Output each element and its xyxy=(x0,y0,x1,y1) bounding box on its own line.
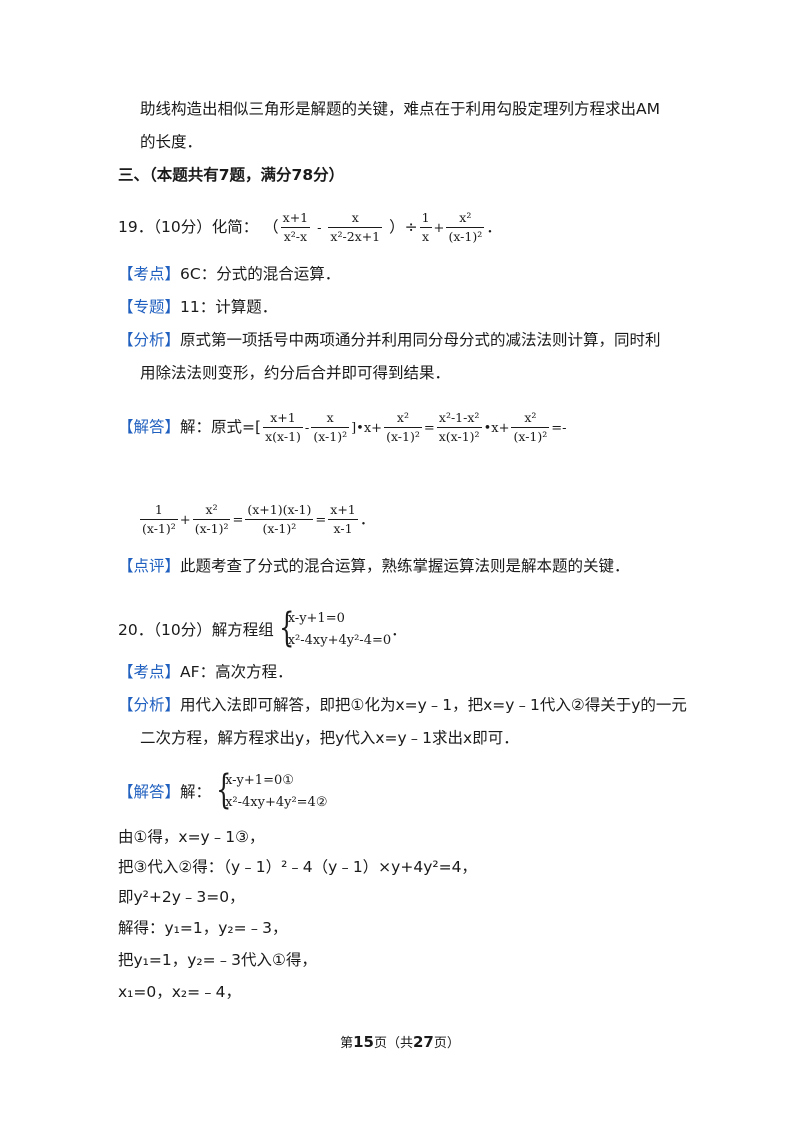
q19-result-fraction-2: x²(x-1)² xyxy=(192,502,231,536)
q19-fenxi: 【分析】原式第一项括号中两项通分并利用同分母分式的减法法则计算，同时利 xyxy=(118,331,661,349)
q20-number: 20．（10分）解方程组 xyxy=(118,621,274,639)
page-footer: 第15页（共27页） xyxy=(340,1033,460,1051)
section-title: 三、（本题共有7题，满分78分） xyxy=(118,166,345,184)
q20-step-2: 把③代入②得：（y﹣1）²﹣4（y﹣1）×y+4y²=4， xyxy=(118,858,477,876)
q19-step-fraction-2: x(x-1)² xyxy=(311,410,350,444)
q20-step-6: x₁=0，x₂=﹣4， xyxy=(118,983,241,1001)
q20-step-1: 由①得，x=y﹣1③， xyxy=(118,828,265,846)
q19-fraction-4: x²(x-1)² xyxy=(446,210,485,244)
q19-result-fraction-1: 1(x-1)² xyxy=(140,502,178,536)
intro-line-1: 助线构造出相似三角形是解题的关键，难点在于利用勾股定理列方程求出AM xyxy=(140,100,660,118)
q19-kaodian: 【考点】6C：分式的混合运算． xyxy=(118,265,341,283)
intro-line-2: 的长度． xyxy=(140,133,203,151)
q20-step-4: 解得：y₁=1，y₂=﹣3， xyxy=(118,919,288,937)
q20-fenxi-line-2: 二次方程，解方程求出y，把y代入x=y﹣1求出x即可． xyxy=(140,729,519,747)
q20-kaodian: 【考点】AF：高次方程． xyxy=(118,663,293,681)
q19-zhuanti: 【专题】11：计算题． xyxy=(118,298,278,316)
q19-fenxi-line-2: 用除法法则变形，约分后合并即可得到结果． xyxy=(140,364,451,382)
q19-number: 19．（10分）化简： xyxy=(118,218,259,236)
q19-result-fraction-3: (x+1)(x-1)(x-1)² xyxy=(245,502,314,536)
page-total: 27 xyxy=(413,1033,434,1051)
q20-step-5: 把y₁=1，y₂=﹣3代入①得， xyxy=(118,951,317,969)
q20-step-3: 即y²+2y﹣3=0， xyxy=(118,888,245,906)
page-number: 15 xyxy=(353,1033,374,1051)
q19-dianping: 【点评】此题考查了分式的混合运算，熟练掌握运算法则是解本题的关键． xyxy=(118,557,630,575)
q20-fenxi: 【分析】用代入法即可解答，即把①化为x=y﹣1，把x=y﹣1代入②得关于y的一元 xyxy=(118,696,687,714)
q19-step-fraction-3: x²(x-1)² xyxy=(384,410,422,444)
q19-step-fraction-5: x²(x-1)² xyxy=(511,410,550,444)
